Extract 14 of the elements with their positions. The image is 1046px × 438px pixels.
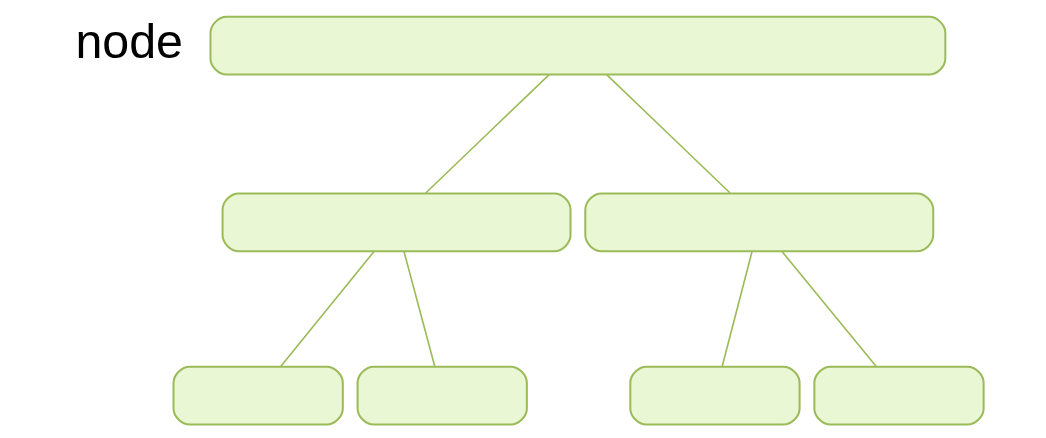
node-box [812,365,985,426]
connector [279,250,375,368]
connector [402,250,436,368]
connector [780,250,877,368]
connector [605,73,731,194]
node-box [583,192,934,253]
node-box [221,192,572,253]
label: node [74,13,183,68]
node-box [208,15,946,76]
connector [720,250,753,368]
node-box [356,365,528,426]
connector [424,73,550,194]
node-box [628,365,801,426]
node-box [172,365,344,426]
